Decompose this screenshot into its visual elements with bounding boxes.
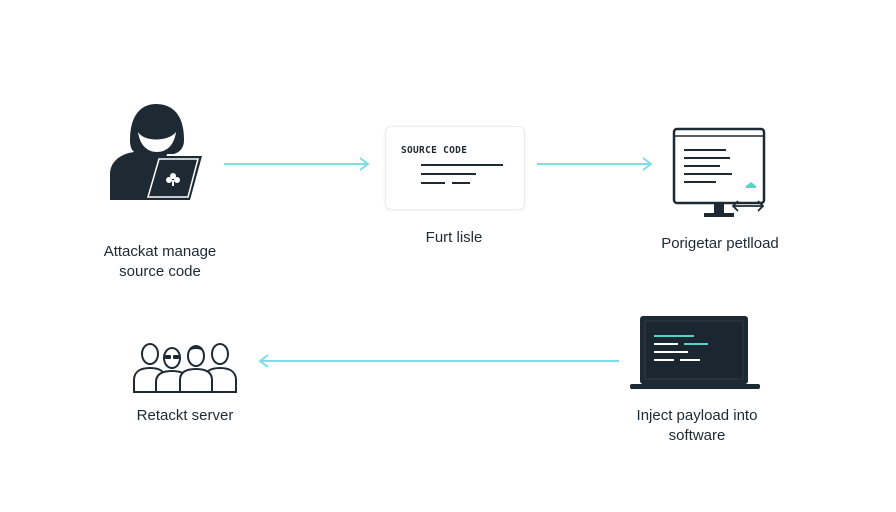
laptop-label-line-1: Inject payload into	[636, 407, 758, 424]
source-label-line-1: Furt lisle	[425, 229, 483, 246]
arrow-laptop-to-users	[258, 354, 619, 368]
source-code-card-title: SOURCE CODE	[401, 145, 468, 156]
monitor-label-line-1: Porigetar petlload	[661, 235, 779, 252]
source-code-line	[421, 182, 445, 184]
users-label: Retackt server	[110, 406, 260, 426]
hacker-laptop-icon	[110, 104, 202, 200]
monitor-icon	[672, 127, 766, 217]
laptop-label: Inject payload into software	[612, 406, 782, 446]
source-code-line	[421, 173, 476, 175]
users-label-line-1: Retackt server	[136, 407, 234, 424]
arrow-source-to-monitor	[537, 157, 653, 171]
source-code-line	[452, 182, 470, 184]
attacker-label-line-1: Attackat manage	[103, 243, 217, 260]
laptop-label-line-2: software	[668, 427, 726, 444]
attacker-label: Attackat manage source code	[90, 242, 230, 282]
users-group-icon	[133, 343, 237, 393]
source-code-line	[421, 164, 503, 166]
source-code-document-icon: SOURCE CODE	[385, 126, 525, 210]
source-label: Furt lisle	[384, 228, 524, 248]
laptop-icon	[630, 316, 760, 389]
arrow-attacker-to-source	[224, 157, 370, 171]
attacker-label-line-2: source code	[119, 263, 201, 280]
monitor-label: Porigetar petlload	[640, 234, 800, 254]
